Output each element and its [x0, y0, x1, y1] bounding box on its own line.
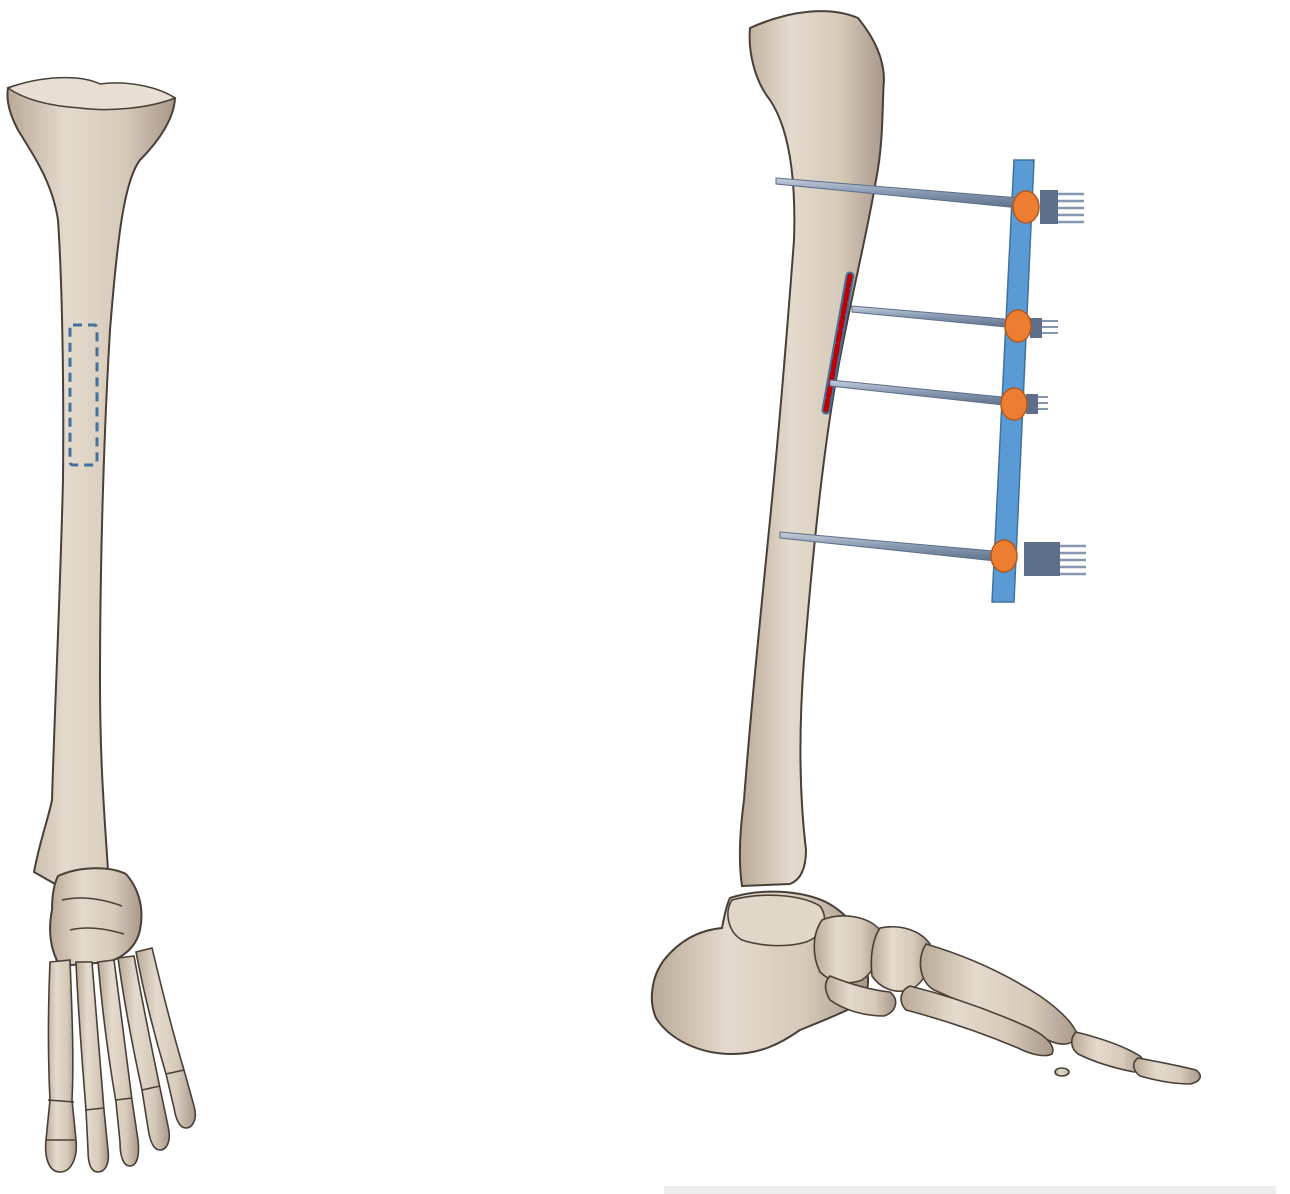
fixator-clamp-3 [1001, 388, 1027, 420]
lateral-view-panel [652, 11, 1200, 1084]
lateral-metatarsal-bones [901, 944, 1078, 1056]
lateral-toe-bones [1055, 1032, 1200, 1084]
lateral-tibia [740, 11, 884, 886]
anterior-tarsal-bones [50, 868, 141, 966]
anterior-tibia [7, 81, 175, 888]
fixator-clamp-1 [1013, 191, 1039, 223]
fixator-bar [992, 160, 1034, 602]
fixator-clamp-2 [1005, 310, 1031, 342]
anterior-view-panel [7, 78, 195, 1172]
lateral-talus [728, 895, 824, 945]
footer-bar [664, 1186, 1276, 1194]
fixator-clamp-4 [991, 540, 1017, 572]
anterior-toe-bones [46, 948, 196, 1172]
fixator-pin-4 [780, 532, 1086, 576]
